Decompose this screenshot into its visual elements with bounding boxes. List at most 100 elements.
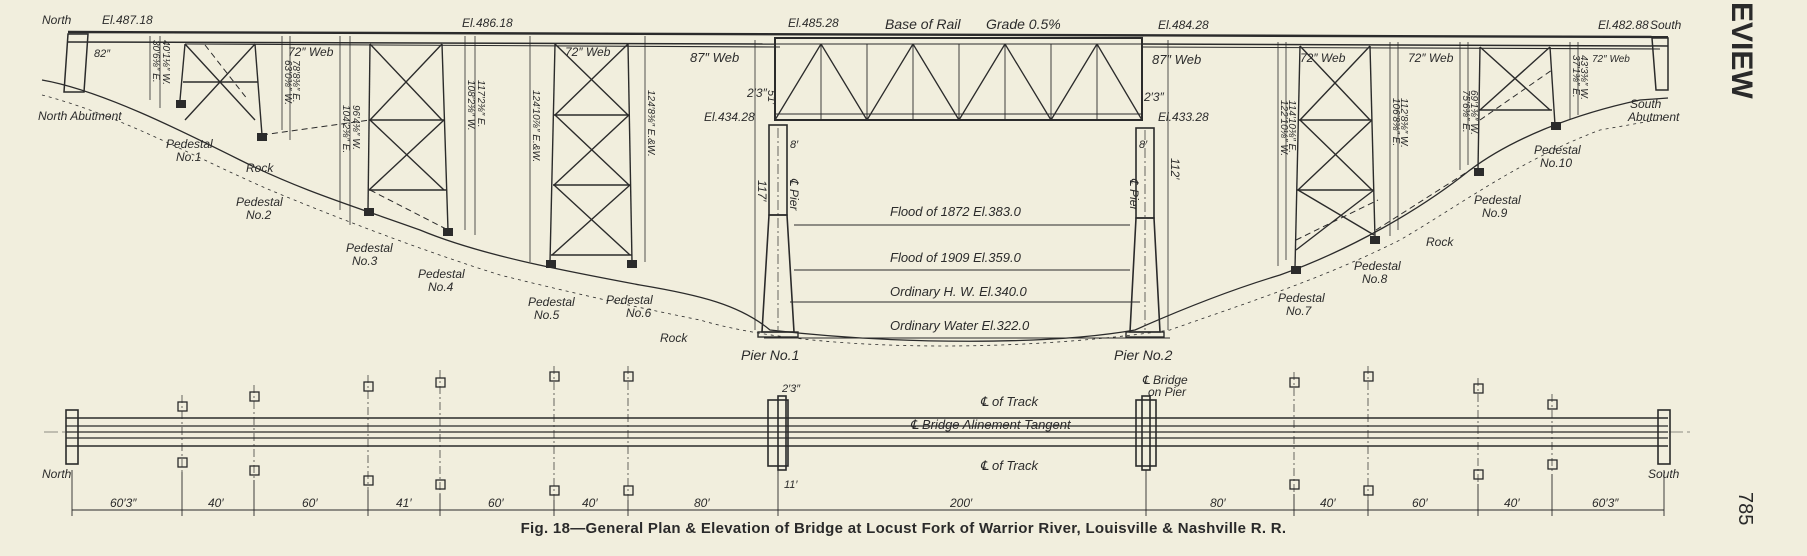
span-5: 60′ <box>488 496 504 510</box>
span-13: 60′3″ <box>1592 496 1619 510</box>
pedestal-5-label: Pedestal <box>528 295 575 309</box>
pedestal-10-label: Pedestal <box>1534 143 1581 157</box>
pedestal-2-num: No.2 <box>246 208 272 222</box>
dim-104-e: 104′2⅜″ E. <box>340 105 351 153</box>
dim-122-w: 122′10⅛″ W. <box>1278 100 1289 156</box>
span-7: 80′ <box>694 496 710 510</box>
label-dim-82: 82″ <box>94 48 111 60</box>
label-ordinary-hw: Ordinary H. W. El.340.0 <box>890 284 1028 299</box>
label-el-486: El.486.18 <box>462 16 513 30</box>
label-pier-2: Pier No.2 <box>1114 347 1173 363</box>
pedestal-8-num: No.8 <box>1362 272 1388 286</box>
pedestal-1-label: Pedestal <box>166 137 213 151</box>
plan-dimension-line <box>71 470 1665 516</box>
pedestal-9-num: No.9 <box>1482 206 1508 220</box>
label-web-72-a: 72″ Web <box>288 45 334 59</box>
pedestal-8-label: Pedestal <box>1354 259 1401 273</box>
south-towers <box>1294 45 1556 269</box>
label-south: South <box>1650 18 1682 32</box>
height-dimension-labels: 30′6⅜″ E. 40′1⅛″ W. 63′0⅜″ W. 78′8⅜″ E. … <box>150 40 1589 211</box>
dim-51: 51′ <box>765 90 777 105</box>
dim-43-w: 43′3⅜″ W. <box>1578 55 1589 100</box>
label-el-434: El.434.28 <box>704 110 755 124</box>
label-rock-bottom: Rock <box>660 331 688 345</box>
label-flood-1909: Flood of 1909 El.359.0 <box>890 250 1022 265</box>
label-cl-track-bottom: ℄ of Track <box>980 458 1039 473</box>
plan-label-11: 11′ <box>784 479 798 491</box>
pedestal-6-label: Pedestal <box>606 293 653 307</box>
deck <box>67 30 1669 50</box>
label-web-72-c: 72″ Web <box>1300 51 1346 65</box>
label-el-north: El.487.18 <box>102 13 153 27</box>
span-12: 40′ <box>1504 496 1520 510</box>
pedestal-10-num: No.10 <box>1540 156 1572 170</box>
abutments <box>63 33 1669 93</box>
dim-112-w: 112′8⅜″ W. <box>1398 98 1409 148</box>
pedestal-6-num: No.6 <box>626 306 652 320</box>
label-dim-2-3-a: 2′3″ <box>746 86 768 100</box>
span-4: 41′ <box>396 496 412 510</box>
elevation-view <box>41 30 1669 347</box>
elevation-labels: North El.487.18 El.486.18 El.485.28 Base… <box>38 13 1682 363</box>
dim-117: 117′ <box>755 180 769 202</box>
figure-caption: Fig. 18—General Plan & Elevation of Brid… <box>520 520 1287 537</box>
label-cl-bridge-1: ℄ Bridge <box>1142 373 1188 387</box>
label-cl-track-top: ℄ of Track <box>980 394 1039 409</box>
plan-track-lines <box>44 417 1690 447</box>
plan-labels: ℄ of Track ℄ Bridge Alinement Tangent ℄ … <box>42 373 1680 491</box>
page-number-text: 785 <box>1734 492 1756 526</box>
span-9: 80′ <box>1210 496 1226 510</box>
label-rock-south: Rock <box>1426 235 1454 249</box>
ground-profile <box>41 79 1669 347</box>
label-rock-north: Rock <box>246 161 274 175</box>
span-3: 60′ <box>302 496 318 510</box>
label-south-abutment-1: South <box>1630 97 1662 111</box>
pedestal-7-label: Pedestal <box>1278 291 1325 305</box>
dim-69-w: 69′1⅜″ W. <box>1468 90 1479 135</box>
dim-37-e: 37′1⅜″ E. <box>1570 55 1581 98</box>
label-web-87-a: 87″ Web <box>690 50 739 65</box>
truss-span <box>774 37 1143 121</box>
plan-label-2-3: 2′3″ <box>781 383 801 395</box>
span-6: 40′ <box>582 496 598 510</box>
plan-centerlines <box>181 366 1553 500</box>
label-ordinary-water: Ordinary Water El.322.0 <box>890 318 1030 333</box>
dimension-lines <box>149 36 1579 330</box>
pedestal-7-num: No.7 <box>1286 304 1313 318</box>
side-header: EVIEW <box>1722 2 1792 112</box>
pedestal-9-label: Pedestal <box>1474 193 1521 207</box>
label-south-abutment-2: Abutment <box>1627 110 1680 124</box>
pedestal-1-num: No.1 <box>176 150 201 164</box>
dim-106-e: 106′8⅜″ E. <box>1390 98 1401 146</box>
dim-114-e: 114′10⅜″ E. <box>1286 100 1297 153</box>
dim-96-w: 96′4⅜″ W. <box>350 105 361 150</box>
span-11: 60′ <box>1412 496 1428 510</box>
plan-label-south: South <box>1648 467 1680 481</box>
pedestal-labels: Pedestal No.1 Pedestal No.2 Pedestal No.… <box>166 137 1581 322</box>
label-base-of-rail: Base of Rail <box>885 16 961 32</box>
dim-117-e: 117′2⅜″ E. <box>475 80 486 128</box>
dim-124-a: 124′10⅞″ E.&W. <box>530 90 541 162</box>
span-1: 60′3″ <box>110 496 137 510</box>
label-el-484: El.484.28 <box>1158 18 1209 32</box>
label-web-87-b: 87″ Web <box>1152 52 1201 67</box>
label-flood-1872: Flood of 1872 El.383.0 <box>890 204 1022 219</box>
pedestals <box>176 100 1561 274</box>
span-8: 200′ <box>949 496 973 510</box>
water-levels <box>764 224 1170 339</box>
label-dim-2-3-b: 2′3″ <box>1143 90 1165 104</box>
pedestal-3-num: No.3 <box>352 254 378 268</box>
dim-75-e: 75′6⅜″ E. <box>1460 90 1471 133</box>
label-cl-tangent: ℄ Bridge Alinement Tangent <box>910 417 1072 432</box>
dashed-bracing <box>204 44 1553 241</box>
label-grade: Grade 0.5% <box>986 16 1061 32</box>
plan-view: ℄ of Track ℄ Bridge Alinement Tangent ℄ … <box>42 366 1690 516</box>
plan-pedestals <box>177 371 1558 496</box>
label-el-433: El.433.28 <box>1158 110 1209 124</box>
span-2: 40′ <box>208 496 224 510</box>
dim-40-w: 40′1⅛″ W. <box>160 40 171 85</box>
pedestal-2-label: Pedestal <box>236 195 283 209</box>
label-cl-bridge-2: on Pier <box>1148 385 1187 399</box>
